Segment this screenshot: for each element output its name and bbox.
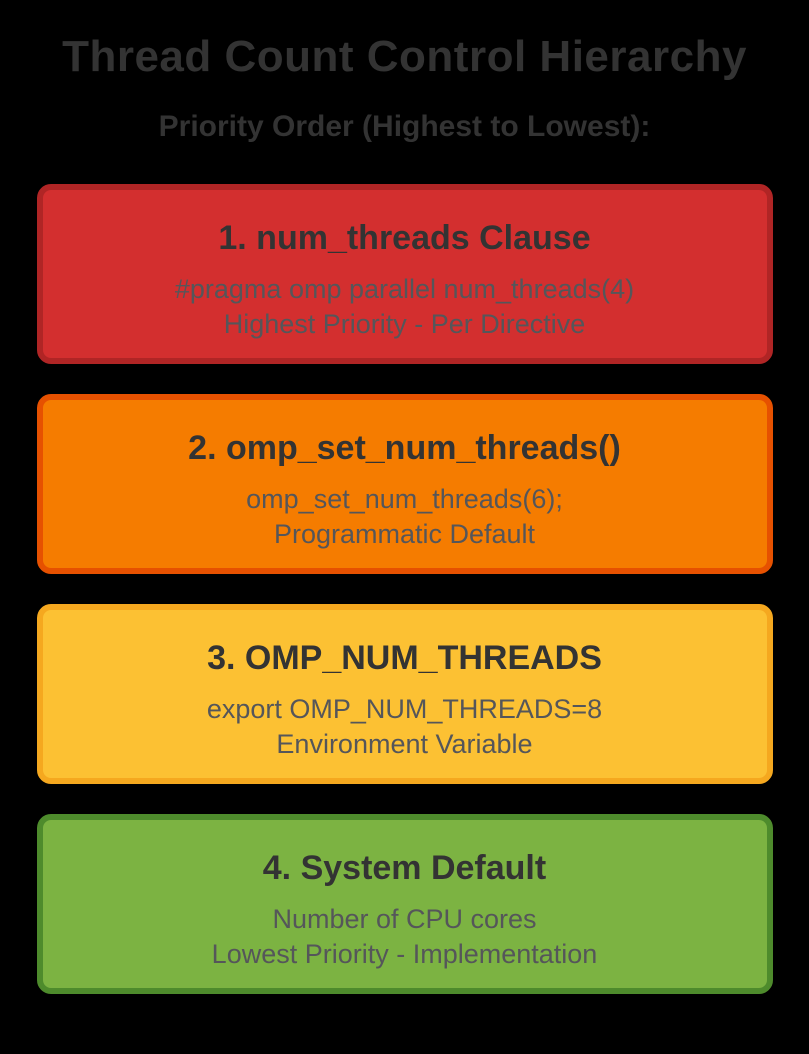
hierarchy-level-2-card: 2. omp_set_num_threads() omp_set_num_thr… xyxy=(36,394,773,574)
hierarchy-level-4-card: 4. System Default Number of CPU cores Lo… xyxy=(36,814,773,994)
level-4-description: Lowest Priority - Implementation xyxy=(211,939,598,969)
level-3-title: 3. OMP_NUM_THREADS xyxy=(207,639,602,677)
level-1-description: Highest Priority - Per Directive xyxy=(223,309,586,339)
page-subtitle: Priority Order (Highest to Lowest): xyxy=(158,110,651,143)
level-1-code: #pragma omp parallel num_threads(4) xyxy=(174,274,635,304)
level-3-description: Environment Variable xyxy=(276,729,533,759)
level-2-code: omp_set_num_threads(6); xyxy=(246,484,563,514)
level-4-title: 4. System Default xyxy=(262,849,547,887)
level-3-code: export OMP_NUM_THREADS=8 xyxy=(206,694,603,724)
level-2-title: 2. omp_set_num_threads() xyxy=(188,429,621,467)
level-4-code: Number of CPU cores xyxy=(272,904,537,934)
hierarchy-level-3-card: 3. OMP_NUM_THREADS export OMP_NUM_THREAD… xyxy=(36,604,773,784)
hierarchy-stack: 1. num_threads Clause #pragma omp parall… xyxy=(0,184,809,994)
level-2-description: Programmatic Default xyxy=(273,519,536,549)
page-title: Thread Count Control Hierarchy xyxy=(62,32,747,81)
level-1-title: 1. num_threads Clause xyxy=(218,219,591,257)
hierarchy-level-1-card: 1. num_threads Clause #pragma omp parall… xyxy=(36,184,773,364)
